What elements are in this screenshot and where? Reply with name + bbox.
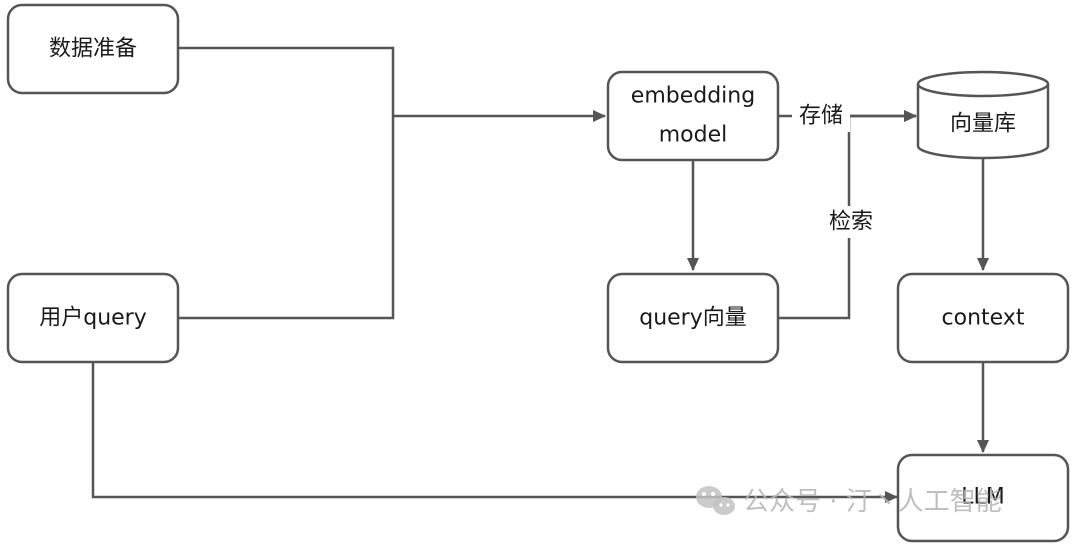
node-embedding-label-line2: model — [659, 123, 728, 148]
node-data-prep-label: 数据准备 — [49, 37, 137, 62]
node-data-prep: 数据准备 — [6, 3, 180, 95]
node-user-query-label: 用户query — [39, 306, 147, 331]
node-vector-db-label: 向量库 — [950, 112, 1016, 137]
node-vector-db: 向量库 — [916, 70, 1050, 160]
edge-label-store-bg — [792, 100, 850, 132]
edge-user-query-to-junction — [178, 116, 395, 320]
node-embedding-model: embedding model — [606, 70, 780, 162]
watermark: 公众号 · 汀丶人工智能 — [696, 486, 1002, 517]
edge-user-query-to-llm — [91, 362, 898, 503]
edge-label-store: 存储 — [799, 104, 843, 129]
node-user-query: 用户query — [6, 272, 180, 364]
edge-label-retrieve-bg — [822, 206, 880, 238]
node-llm: LLM — [896, 453, 1070, 543]
vector-db-cylinder-top — [916, 70, 1050, 98]
node-query-vector-label: query向量 — [639, 306, 747, 331]
node-context-label: context — [942, 306, 1025, 331]
vector-db-cylinder-body — [916, 84, 1050, 160]
edge-label-retrieve: 检索 — [829, 210, 873, 235]
node-embedding-label-line1: embedding — [631, 84, 755, 109]
edge-data-prep-to-junction — [178, 46, 395, 116]
node-llm-label: LLM — [961, 485, 1005, 510]
node-context: context — [896, 272, 1070, 364]
node-query-vector: query向量 — [606, 272, 780, 364]
wechat-icon — [696, 486, 735, 515]
watermark-text: 公众号 · 汀丶人工智能 — [743, 487, 1002, 517]
